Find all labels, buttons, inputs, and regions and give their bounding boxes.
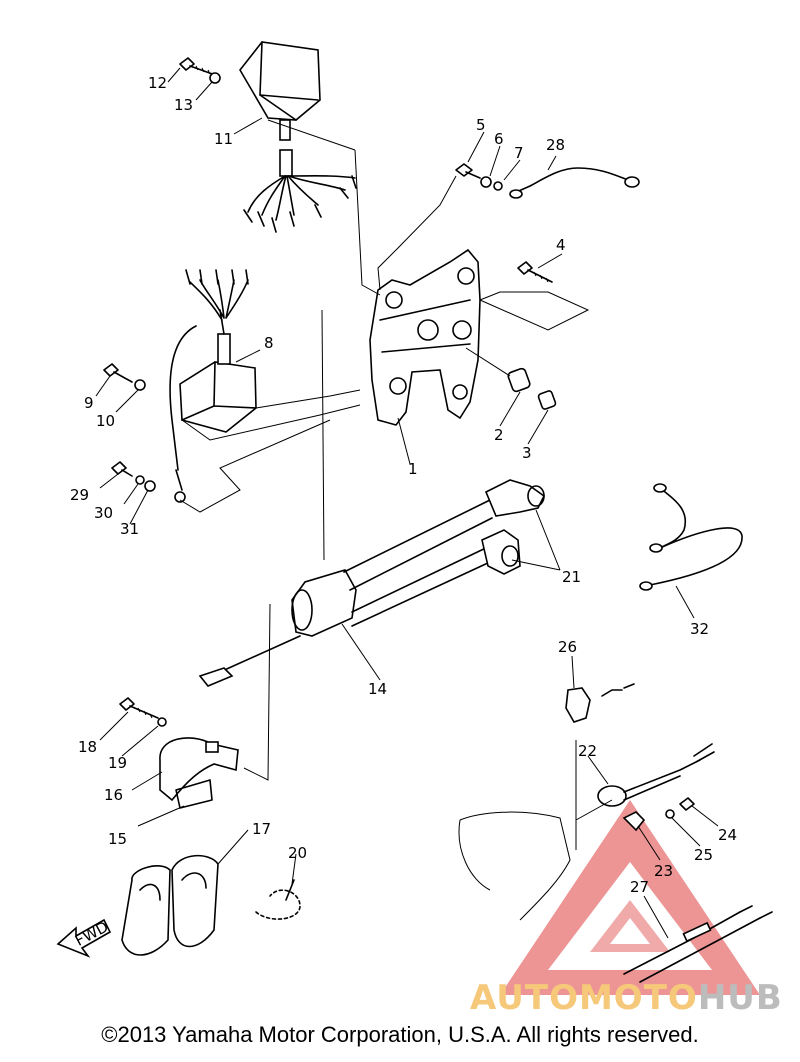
callout-11: 11 xyxy=(214,130,233,148)
part-5-bolt xyxy=(455,163,481,179)
leader-2 xyxy=(465,347,511,377)
callout-14: 14 xyxy=(368,680,387,698)
part-16-clamp xyxy=(159,737,239,809)
leader-1-long xyxy=(321,309,325,561)
part-13-washer xyxy=(209,72,221,84)
part-11-coil xyxy=(239,41,357,233)
callout-leaders xyxy=(95,67,719,939)
leader-14-bracket xyxy=(243,603,271,781)
part-21-plug-caps xyxy=(481,479,546,575)
part-8-coil xyxy=(169,269,257,503)
leader-11 xyxy=(354,149,381,296)
callout-19: 19 xyxy=(108,754,127,772)
callout-17: 17 xyxy=(252,820,271,838)
callout-30: 30 xyxy=(94,504,113,522)
part-1-base-plate xyxy=(369,248,481,426)
part-2-bushing xyxy=(507,367,531,393)
callout-1: 1 xyxy=(408,460,418,478)
part-3-collar xyxy=(537,390,557,410)
callout-6: 6 xyxy=(494,130,504,148)
copyright-notice: ©2013 Yamaha Motor Corporation, U.S.A. A… xyxy=(101,1022,699,1047)
callout-5: 5 xyxy=(476,116,486,134)
leader-8b xyxy=(181,404,361,441)
part-28-ground-wire xyxy=(509,167,640,199)
watermark-text-b: HUB xyxy=(697,978,783,1018)
callout-12: 12 xyxy=(148,74,167,92)
callout-29: 29 xyxy=(70,486,89,504)
callout-8: 8 xyxy=(264,334,274,352)
part-18-bolt xyxy=(119,697,159,719)
callout-31: 31 xyxy=(120,520,139,538)
fwd-arrow: FWD xyxy=(56,918,111,958)
callout-4: 4 xyxy=(556,236,566,254)
callout-28: 28 xyxy=(546,136,565,154)
callout-23: 23 xyxy=(654,862,673,880)
watermark-text: AUTOMOTOHUB xyxy=(470,978,783,1018)
part-10-washer xyxy=(134,379,146,391)
part-31-washer xyxy=(144,480,156,492)
engine-housing-outline xyxy=(458,740,613,921)
fwd-label: FWD xyxy=(72,918,111,950)
callout-25: 25 xyxy=(694,846,713,864)
callout-numbers: 12 13 11 5 6 7 28 4 8 9 10 1 2 3 29 30 3… xyxy=(70,74,737,896)
leader-11b xyxy=(267,119,356,151)
part-32-ground-lead xyxy=(639,483,743,591)
part-17-cover xyxy=(121,854,219,956)
part-27-harness xyxy=(623,905,773,983)
watermark-logo xyxy=(500,800,760,995)
leader-4-box xyxy=(479,291,590,331)
leader-31 xyxy=(179,419,331,513)
callout-24: 24 xyxy=(718,826,737,844)
part-26-clip xyxy=(565,683,635,723)
callout-3: 3 xyxy=(522,444,532,462)
part-9-bolt xyxy=(103,363,133,383)
leader-5 xyxy=(377,175,457,291)
callout-18: 18 xyxy=(78,738,97,756)
callout-27: 27 xyxy=(630,878,649,896)
callout-2: 2 xyxy=(494,426,504,444)
part-4-bolt xyxy=(517,261,553,283)
callout-15: 15 xyxy=(108,830,127,848)
callout-26: 26 xyxy=(558,638,577,656)
part-7-washer xyxy=(493,181,503,191)
callout-13: 13 xyxy=(174,96,193,114)
part-30-washer xyxy=(135,475,145,485)
part-6-washer xyxy=(480,176,492,188)
callout-9: 9 xyxy=(84,394,94,412)
callout-10: 10 xyxy=(96,412,115,430)
callout-32: 32 xyxy=(690,620,709,638)
callout-20: 20 xyxy=(288,844,307,862)
watermark-text-a: AUTOMOTO xyxy=(470,978,698,1018)
callout-22: 22 xyxy=(578,742,597,760)
callout-7: 7 xyxy=(514,144,524,162)
parts-diagram: FWD xyxy=(56,41,773,995)
part-29-bolt xyxy=(111,461,133,477)
part-20-chain xyxy=(255,879,301,920)
callout-16: 16 xyxy=(104,786,123,804)
callout-21: 21 xyxy=(562,568,581,586)
part-14-ignition-coil xyxy=(198,499,493,687)
part-19-washer xyxy=(157,717,167,727)
leader-8 xyxy=(255,389,361,409)
part-22-switch xyxy=(597,743,715,807)
part-25-washer xyxy=(665,809,675,819)
part-24-screw xyxy=(679,797,695,811)
part-23-switch-stem xyxy=(622,811,646,832)
